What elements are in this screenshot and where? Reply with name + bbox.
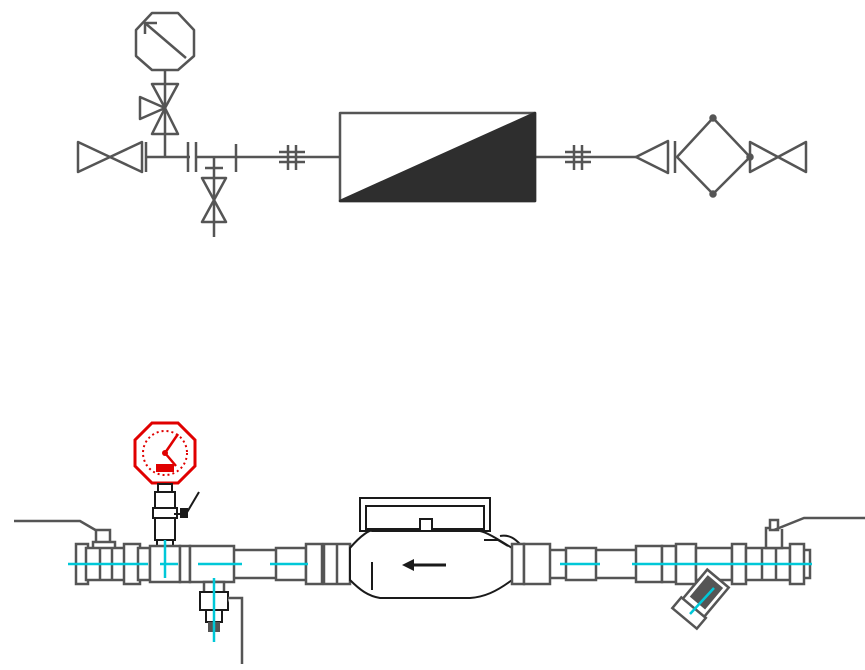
ball-valve-left [14, 519, 152, 586]
union-symbol [186, 142, 198, 172]
centerlines [68, 540, 812, 642]
strainer [634, 542, 734, 631]
flange-symbol-right [565, 145, 591, 170]
ball-valve-right [730, 516, 865, 586]
gauge-cock [152, 483, 200, 551]
water-meter-fill [338, 111, 537, 203]
gauge-isolation-valve-symbol [138, 82, 180, 136]
pressure-gauge [133, 421, 197, 485]
flange-symbol-left [279, 145, 305, 170]
ball-valve-symbol [76, 140, 148, 174]
pressure-gauge-symbol [134, 11, 196, 72]
drain-valve-symbol [200, 176, 228, 224]
check-valve-symbol [634, 139, 677, 175]
water-meter [349, 497, 521, 599]
union-right [510, 542, 598, 586]
ball-valve-symbol-right [748, 140, 808, 174]
